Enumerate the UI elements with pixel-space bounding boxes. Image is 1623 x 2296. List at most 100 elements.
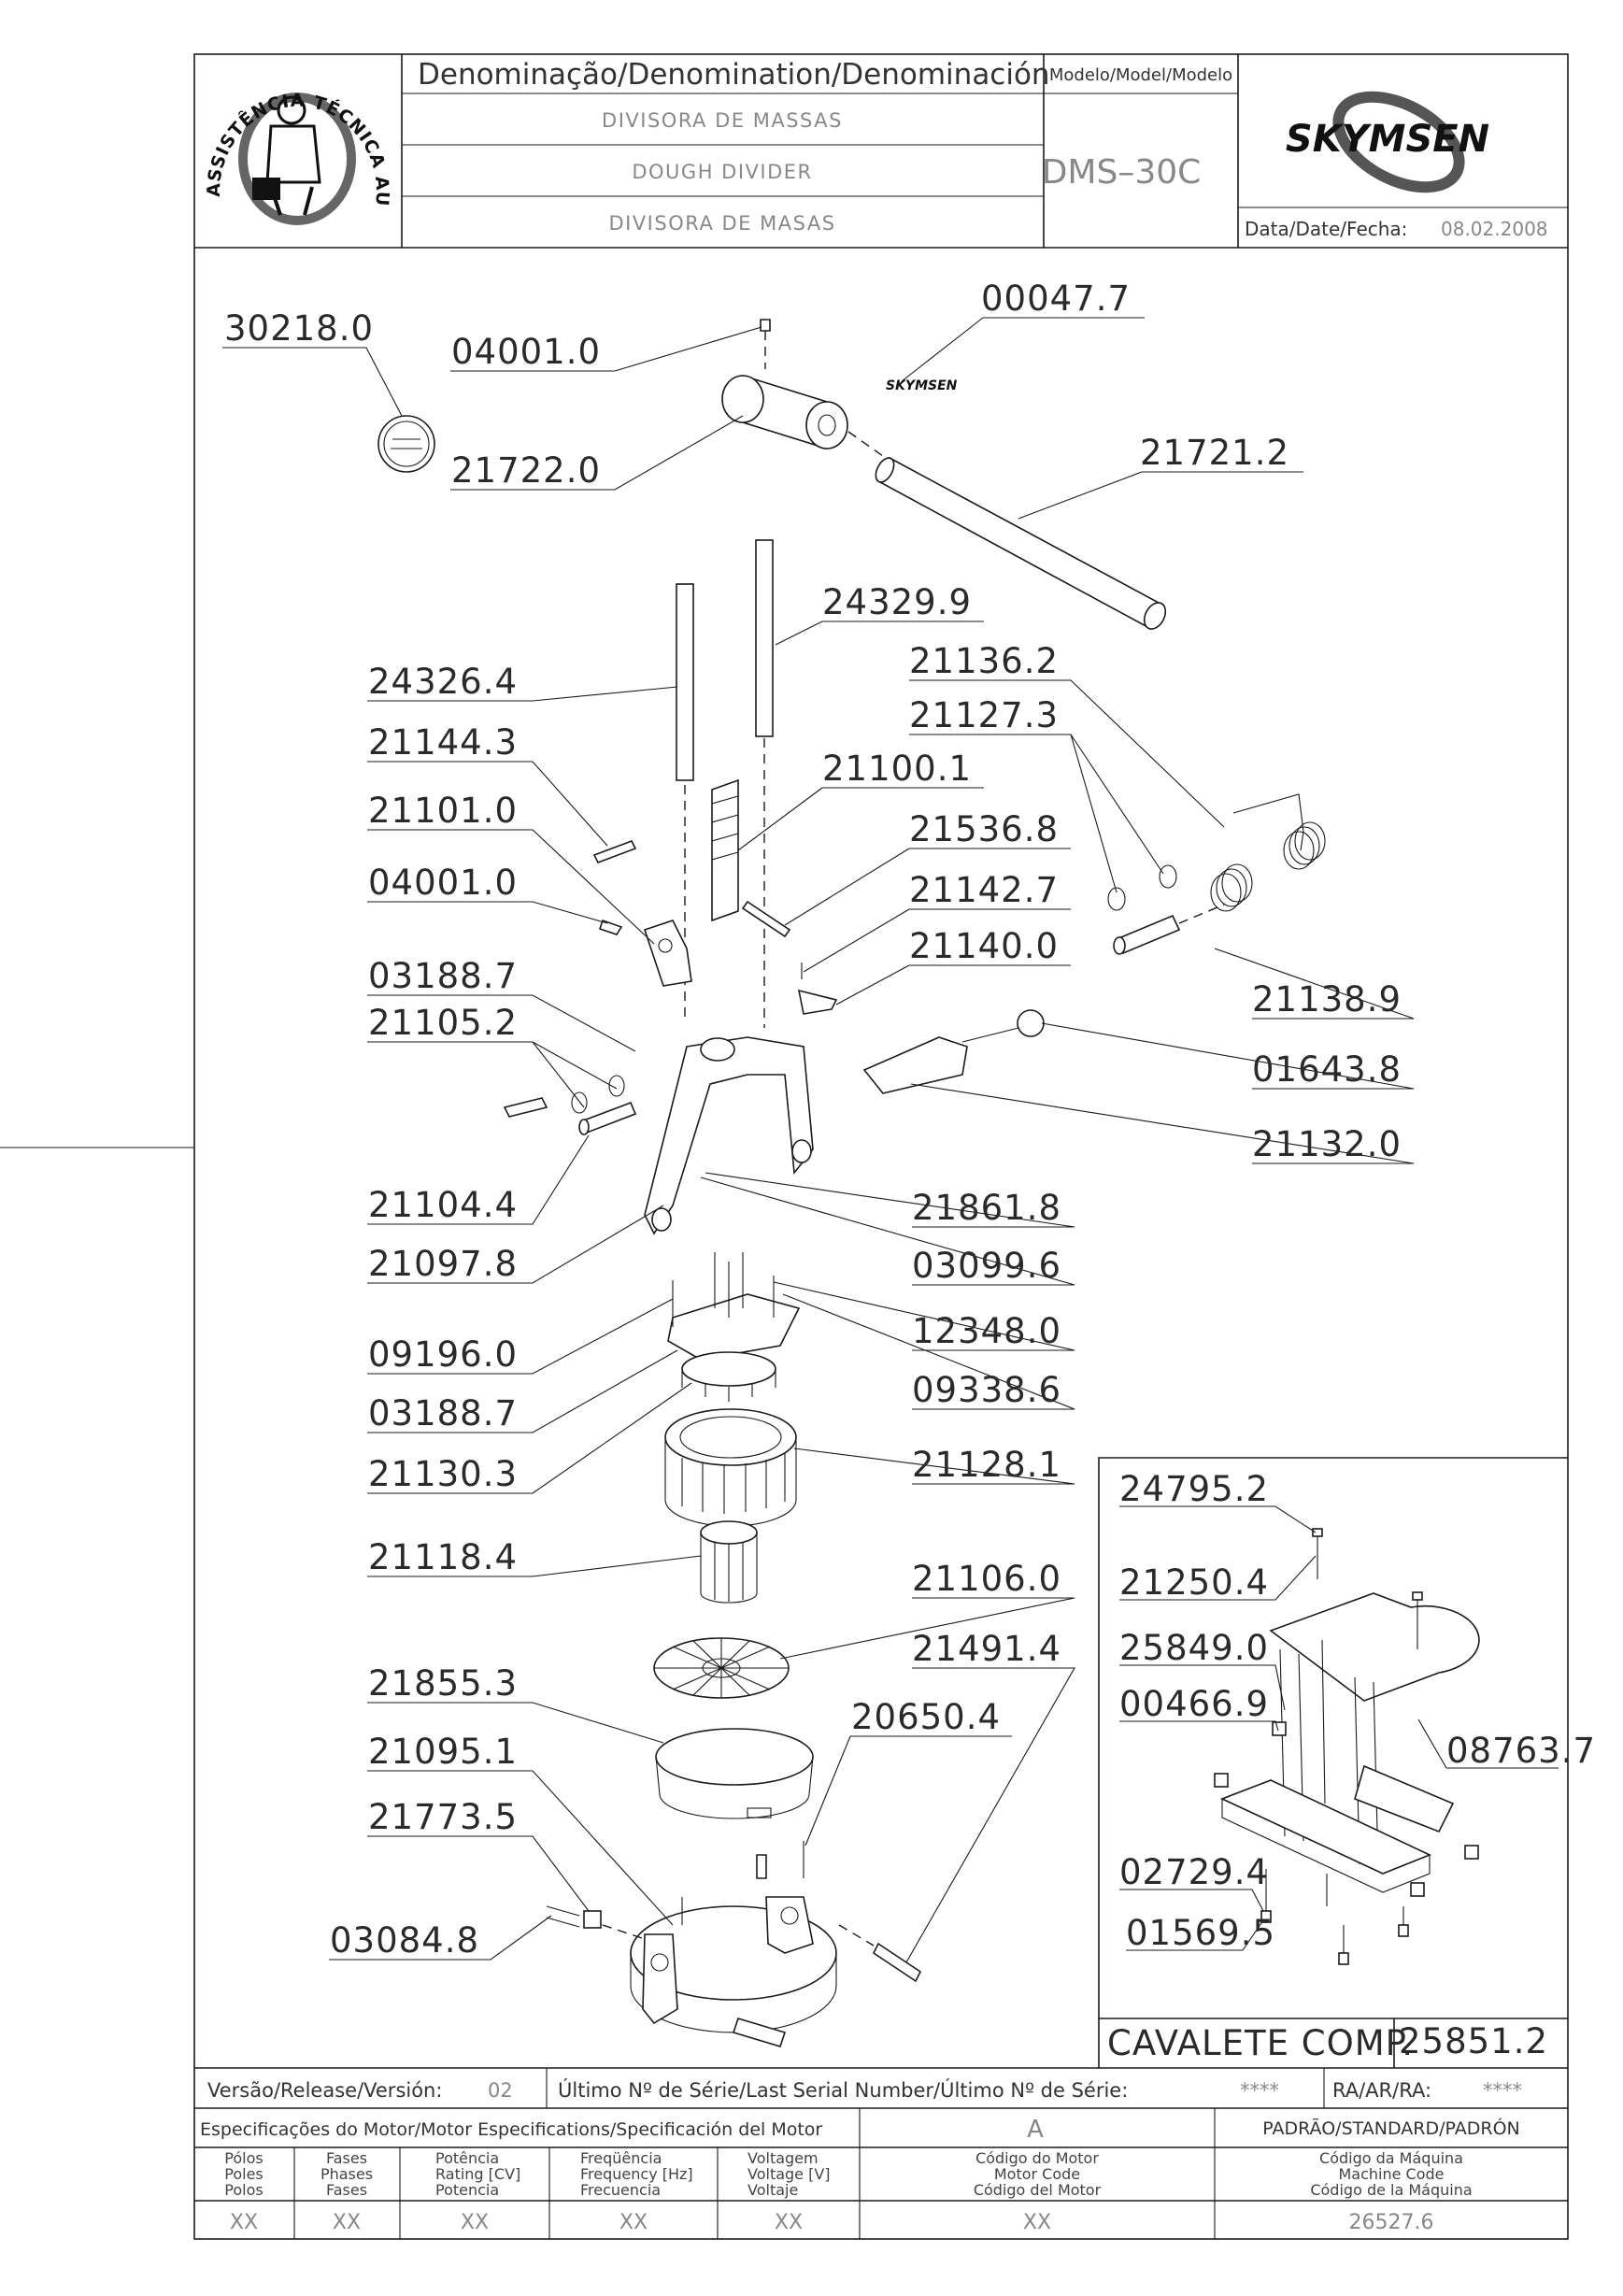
model-label: Modelo/Model/Modelo [1049, 65, 1232, 85]
svg-text:XX: XX [333, 2211, 361, 2234]
pin [592, 839, 637, 864]
part-label: 01569.5 [1126, 1913, 1275, 1953]
svg-text:XX: XX [230, 2211, 258, 2234]
part-label: 20650.4 [851, 1697, 1001, 1737]
svg-text:26527.6: 26527.6 [1349, 2211, 1434, 2234]
svg-text:Polos: Polos [224, 2181, 263, 2199]
motor-spec-value: A [1027, 2116, 1044, 2144]
skymsen-logo: SKYMSEN [1286, 91, 1489, 193]
part-label: 24326.4 [368, 662, 518, 702]
handle-bar [847, 431, 1167, 630]
part-label: 03188.7 [368, 956, 518, 996]
part-label: 21127.3 [909, 695, 1059, 735]
bowl-ring [655, 1728, 814, 1819]
title-block: Denominação/Denomination/Denominación DI… [0, 0, 1568, 249]
rack-shaft [711, 778, 739, 922]
lever-knob [1017, 1009, 1045, 1037]
stand-inset: 24795.2 21250.4 25849.0 00466.9 08763.7 … [1098, 1457, 1596, 2069]
svg-text:XX: XX [619, 2211, 648, 2234]
star-blade [653, 1637, 790, 1699]
date-label: Data/Date/Fecha: [1245, 218, 1407, 240]
handle-sleeve [721, 319, 848, 450]
svg-text:ASSISTÊNCIA TÉCNICA AUTORIZADA: ASSISTÊNCIA TÉCNICA AUTORIZADA [0, 0, 392, 207]
motor-spec-label: Especificações do Motor/Motor Especifica… [200, 2119, 822, 2140]
small-brand-decal: SKYMSEN [886, 378, 958, 393]
date-value: 08.02.2008 [1441, 218, 1548, 240]
svg-text:XX: XX [775, 2211, 803, 2234]
part-label: 24329.9 [822, 582, 972, 622]
version-value: 02 [488, 2079, 513, 2102]
svg-text:Código da Máquina: Código da Máquina [1319, 2149, 1463, 2167]
part-label: 03084.8 [330, 1920, 479, 1961]
part-label: 00047.7 [981, 278, 1131, 319]
serial-value: **** [1240, 2079, 1279, 2102]
part-label: 04001.0 [368, 863, 518, 903]
part-label: 03099.6 [912, 1246, 1061, 1286]
svg-text:Pólos: Pólos [224, 2149, 263, 2167]
serial-label: Último Nº de Série/Last Serial Number/Úl… [558, 2078, 1128, 2102]
plunger [700, 1520, 758, 1604]
svg-text:Potencia: Potencia [435, 2181, 499, 2199]
part-label: 21773.5 [368, 1797, 518, 1837]
yoke [644, 1036, 814, 1235]
part-label: 21104.4 [368, 1185, 518, 1225]
part-label: 12348.0 [912, 1311, 1061, 1351]
main-assembly-drawing: SKYMSEN [222, 278, 1415, 2047]
base-plate [630, 1896, 837, 2047]
spring [1210, 793, 1326, 912]
svg-text:Poles: Poles [224, 2165, 263, 2183]
part-label: 01643.8 [1252, 1049, 1402, 1090]
cutter-ring [681, 1351, 776, 1402]
ra-label: RA/AR/RA: [1332, 2079, 1431, 2102]
part-label: 04001.0 [451, 332, 601, 372]
leader-lines [222, 317, 1415, 1963]
svg-text:Frequency [Hz]: Frequency [Hz] [580, 2165, 693, 2183]
standard-label: PADRÃO/STANDARD/PADRÓN [1262, 2117, 1520, 2139]
svg-text:Voltaje: Voltaje [747, 2181, 798, 2199]
part-label: 09196.0 [368, 1334, 518, 1375]
part-label: 21140.0 [909, 926, 1059, 966]
part-label: 21138.9 [1252, 979, 1402, 1020]
part-label: 02729.4 [1119, 1852, 1269, 1892]
svg-text:XX: XX [1023, 2211, 1051, 2234]
latch [797, 989, 838, 1015]
part-label: 21536.8 [909, 809, 1059, 849]
part-label: 21118.4 [368, 1537, 518, 1577]
seal-text: ASSISTÊNCIA TÉCNICA AUTORIZADA [0, 0, 392, 207]
model-value: DMS–30C [1042, 153, 1202, 192]
version-label: Versão/Release/Versión: [207, 2079, 442, 2102]
part-label: 08763.7 [1446, 1731, 1596, 1771]
part-label: 25849.0 [1119, 1628, 1269, 1668]
part-label: 21250.4 [1119, 1562, 1269, 1603]
part-labels: 30218.0 04001.0 00047.7 21722.0 21721.2 … [224, 278, 1402, 1961]
svg-text:Voltagem: Voltagem [747, 2149, 819, 2167]
svg-text:Voltage [V]: Voltage [V] [747, 2165, 831, 2183]
pivot-shaft [1115, 914, 1181, 955]
svg-text:Motor Code: Motor Code [994, 2165, 1080, 2183]
part-label: 21100.1 [822, 749, 972, 789]
part-label: 30218.0 [224, 308, 374, 349]
part-label: 21095.1 [368, 1732, 518, 1772]
lever-arm [862, 1036, 968, 1094]
guide-rod-right [755, 539, 774, 737]
part-label: 09338.6 [912, 1370, 1061, 1410]
svg-text:Frecuencia: Frecuencia [580, 2181, 661, 2199]
service-seal-logo: ASSISTÊNCIA TÉCNICA AUTORIZADA [0, 0, 392, 225]
part-label: 21101.0 [368, 791, 518, 831]
part-label: 21097.8 [368, 1244, 518, 1284]
part-label: 21130.3 [368, 1454, 518, 1494]
part-label: 21128.1 [912, 1445, 1061, 1485]
part-label: 21722.0 [451, 450, 601, 491]
stand-title: CAVALETE COMP. [1107, 2023, 1414, 2063]
part-label: 21105.2 [368, 1003, 518, 1043]
stand-code: 25851.2 [1399, 2021, 1548, 2061]
stand-top [1269, 1592, 1480, 1702]
svg-text:Código do Motor: Código do Motor [975, 2149, 1099, 2167]
part-label: 21861.8 [912, 1188, 1061, 1228]
denomination-title: Denominação/Denomination/Denominación [418, 58, 1050, 92]
part-label: 21721.2 [1140, 433, 1289, 473]
product-name-pt: DIVISORA DE MASSAS [602, 109, 843, 132]
guide-rod-left [676, 583, 694, 781]
part-label: 21142.7 [909, 870, 1059, 910]
svg-text:Potência: Potência [435, 2149, 499, 2167]
